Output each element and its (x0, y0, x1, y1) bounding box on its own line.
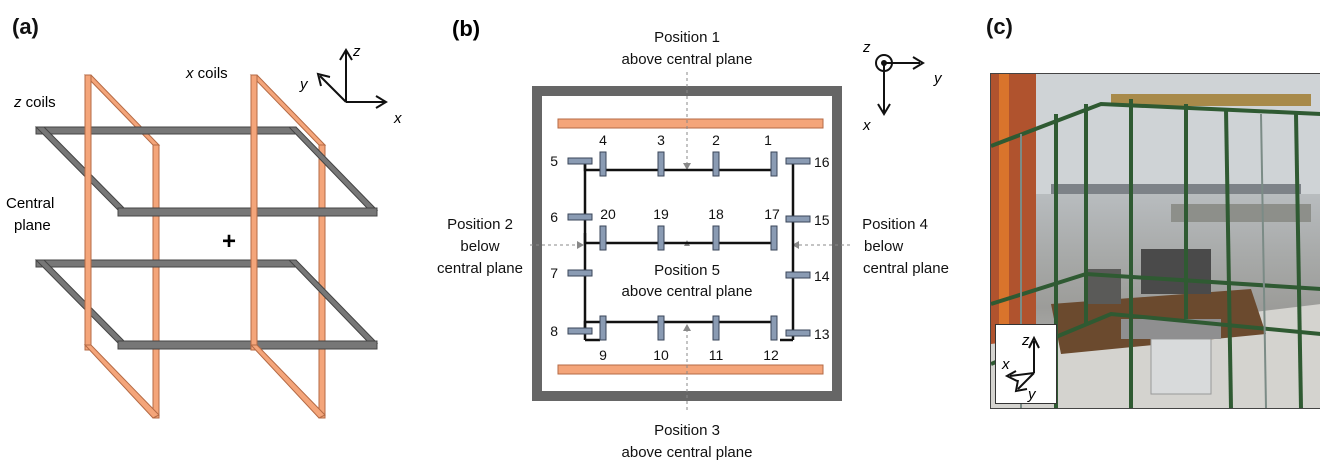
position-5-line1: Position 5 (654, 262, 720, 279)
sensor-6 (567, 213, 593, 221)
sensor-17 (770, 225, 778, 251)
position-2-line2: below (460, 238, 499, 255)
panel-a-label: (a) (12, 14, 39, 39)
sensor-3 (657, 151, 665, 177)
z-coil-lower (34, 259, 379, 350)
position-arrowheads (577, 163, 799, 331)
sensor-label-18: 18 (708, 206, 724, 222)
sensor-label-4: 4 (599, 132, 607, 148)
sensor-label-7: 7 (550, 265, 558, 281)
sensor-label-1: 1 (764, 132, 772, 148)
sensor-11 (712, 315, 720, 341)
photo: z x y (990, 73, 1320, 409)
x-coil-right-front (250, 74, 258, 351)
sensor-label-14: 14 (814, 268, 830, 284)
photo-axis-x: x (1001, 356, 1010, 373)
sensor-label-12: 12 (763, 347, 779, 363)
photo-axis-z: z (1021, 332, 1030, 349)
sensor-1 (770, 151, 778, 177)
sensor-layout-diagram: (b) (437, 16, 949, 461)
photo-axes-inset: z x y (995, 324, 1057, 404)
axes-b (875, 54, 925, 116)
x-coil-left-bottom (83, 344, 160, 419)
position-4-line2: below (864, 238, 903, 255)
position-4-line1: Position 4 (862, 216, 928, 233)
sensor-label-10: 10 (653, 347, 669, 363)
photo-axes: z x y (1001, 332, 1040, 403)
sensor-15 (785, 215, 811, 223)
sensor-8 (567, 327, 593, 335)
photo-axis-y: y (1027, 386, 1037, 403)
sensor-label-19: 19 (653, 206, 669, 222)
sensor-19 (657, 225, 665, 251)
sensor-label-9: 9 (599, 347, 607, 363)
sensor-4 (599, 151, 607, 177)
panel-a: (a) + z coils x (0, 0, 420, 465)
center-mark: + (222, 228, 236, 255)
position-1-line2: above central plane (622, 51, 753, 68)
sensor-label-13: 13 (814, 326, 830, 342)
position-5-line2: above central plane (622, 283, 753, 300)
position-arrows (530, 72, 850, 410)
axis-b-z-dot (881, 60, 887, 66)
x-coil-right-bottom (249, 344, 326, 419)
sensor-label-3: 3 (657, 132, 665, 148)
sensor-12 (770, 315, 778, 341)
position-3-line1: Position 3 (654, 422, 720, 439)
sensor-2 (712, 151, 720, 177)
position-2-line1: Position 2 (447, 216, 513, 233)
x-coil-left-backpost (152, 144, 160, 419)
axis-b-z: z (862, 39, 871, 56)
panel-b: (b) (420, 0, 980, 465)
photo-illustration (991, 74, 1320, 408)
axis-b-y: y (933, 70, 943, 87)
central-plane-label-1: Central (6, 195, 54, 212)
x-coil-left-front (84, 74, 92, 351)
axes-a (316, 48, 388, 109)
panel-b-label: (b) (452, 16, 480, 41)
sensor-label-6: 6 (550, 209, 558, 225)
x-coil-bottom (557, 364, 824, 375)
axis-a-y: y (299, 76, 309, 93)
sensor-label-16: 16 (814, 154, 830, 170)
axis-b-x: x (862, 117, 871, 134)
sensor-label-11: 11 (709, 347, 724, 363)
x-coil-top (557, 118, 824, 129)
position-3-line2: above central plane (622, 444, 753, 461)
sensor-label-2: 2 (712, 132, 720, 148)
x-coils-label: x coils (185, 65, 228, 82)
x-coil-right-backpost (318, 144, 326, 419)
sensor-wiring (583, 158, 795, 342)
panel-c: (c) (980, 0, 1320, 465)
position-1-line1: Position 1 (654, 29, 720, 46)
sensor-20 (599, 225, 607, 251)
sensor-14 (785, 271, 811, 279)
sensor-10 (657, 315, 665, 341)
sensor-7 (567, 269, 593, 277)
z-coils-label: z coils (13, 94, 56, 111)
position-4-line3: central plane (863, 260, 949, 277)
position-2-line3: central plane (437, 260, 523, 277)
sensor-label-17: 17 (764, 206, 780, 222)
axis-a-x: x (393, 110, 402, 127)
coil-diagram: + z coils x coils Central plane z y x (6, 43, 402, 419)
sensor-9 (599, 315, 607, 341)
sensor-18 (712, 225, 720, 251)
sensor-label-8: 8 (550, 323, 558, 339)
sensor-16 (785, 157, 811, 165)
sensor-5 (567, 157, 593, 165)
sensor-13 (785, 329, 811, 337)
sensor-label-20: 20 (600, 206, 616, 222)
panel-c-label: (c) (986, 14, 1013, 39)
sensors (567, 151, 811, 341)
z-coil-upper (34, 126, 379, 217)
sensor-label-15: 15 (814, 212, 830, 228)
sensor-label-5: 5 (550, 153, 558, 169)
central-plane-label-2: plane (14, 217, 51, 234)
axis-a-z: z (352, 43, 361, 60)
